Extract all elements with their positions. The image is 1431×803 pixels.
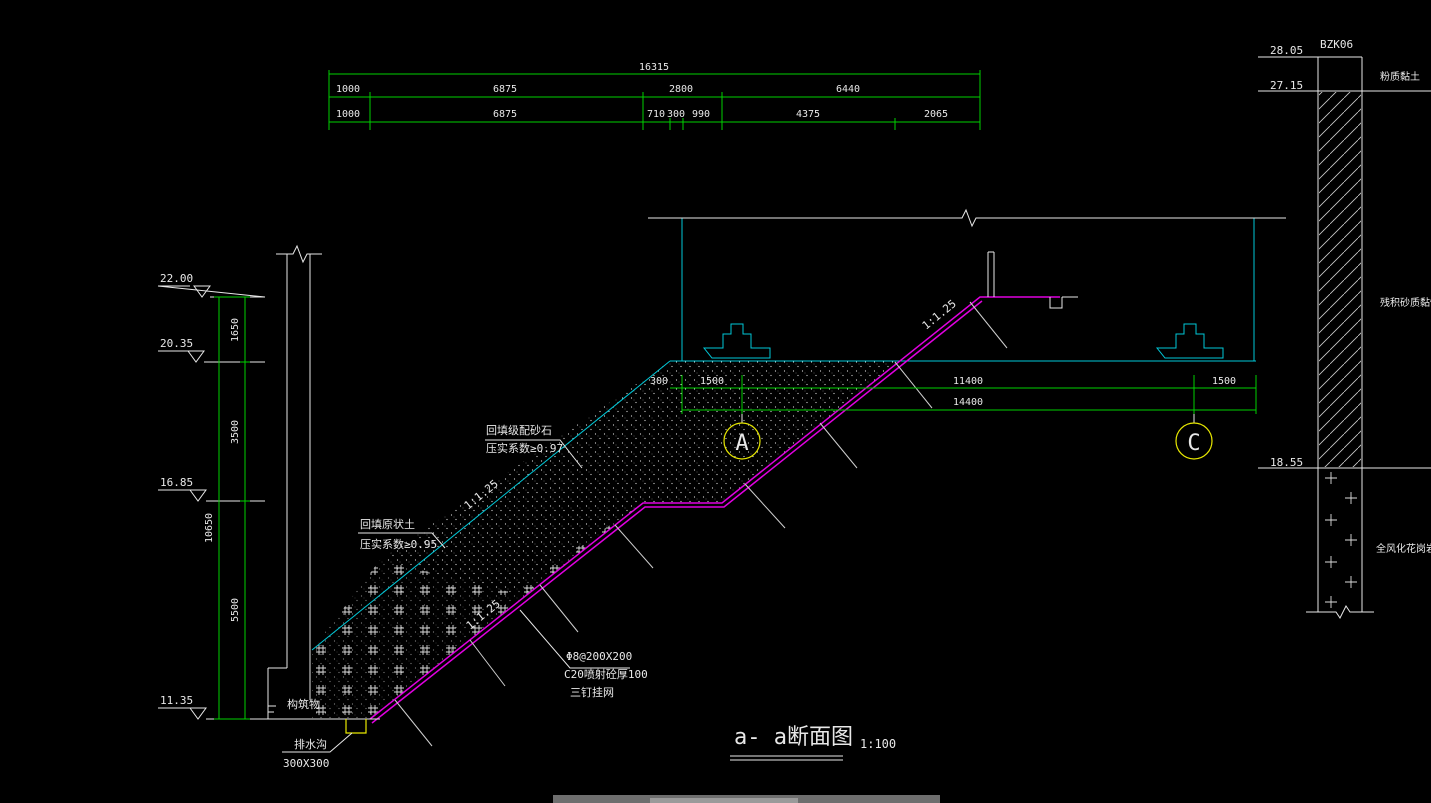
top-dimension-chain: 16315 1000 6875 2800 6440 1000 6875 710 … xyxy=(328,62,981,130)
lbl-backfill1-b: 压实系数≥0.97 xyxy=(486,441,563,455)
lbl-struct: 构筑物 xyxy=(287,697,320,711)
vdim-3500: 3500 xyxy=(230,420,241,444)
pdim-300: 300 xyxy=(650,376,668,387)
pdim-14400: 14400 xyxy=(953,397,983,408)
dim-r1-4: 6440 xyxy=(836,84,860,95)
dim-r1-1: 1000 xyxy=(336,84,360,95)
backfill-sand-region xyxy=(380,361,900,592)
footing-c xyxy=(1155,323,1224,359)
bore-elev-bottom: 18.55 xyxy=(1270,456,1303,469)
pdim-11400: 11400 xyxy=(953,376,983,387)
left-vertical-dims: 1650 3500 5500 10650 xyxy=(204,296,250,720)
pdim-1500b: 1500 xyxy=(1212,376,1236,387)
axis-label-a: A xyxy=(735,431,748,456)
axis-bubble-a: A xyxy=(723,422,761,460)
elev-22: 22.00 xyxy=(160,272,193,285)
lbl-backfill1-a: 回填级配砂石 xyxy=(486,423,552,437)
left-wall xyxy=(206,244,380,720)
lbl-mesh-a: Φ8@200X200 xyxy=(566,650,632,663)
dim-r2-6: 4375 xyxy=(796,109,820,120)
pdim-1500a: 1500 xyxy=(700,376,724,387)
elevation-marks: 22.00 20.35 16.85 11.35 xyxy=(157,272,266,720)
lbl-mesh-c: 三钉挂网 xyxy=(570,685,614,699)
borehole-column: BZK06 28.05 27.15 18.55 粉质黏土 残积砂质黏性土 全风化… xyxy=(1258,38,1431,619)
vdim-1650: 1650 xyxy=(230,318,241,342)
elev-1135: 11.35 xyxy=(160,694,193,707)
title-text: a- a断面图 xyxy=(734,725,853,750)
platform-dimensions: 300 1500 11400 1500 14400 xyxy=(650,375,1257,423)
dim-r2-2: 6875 xyxy=(493,109,517,120)
axis-bubble-c: C xyxy=(1175,422,1213,460)
vdim-10650: 10650 xyxy=(204,513,215,543)
lbl-mesh-b: C20喷射砼厚100 xyxy=(564,667,648,681)
slope-geometry xyxy=(311,218,1256,747)
scrollbar-thumb[interactable] xyxy=(650,798,798,803)
lbl-drain-a: 排水沟 xyxy=(294,737,327,751)
dim-r2-4: 300 xyxy=(667,109,685,120)
dim-r2-1: 1000 xyxy=(336,109,360,120)
footing-a xyxy=(702,323,771,359)
vdim-5500: 5500 xyxy=(230,598,241,622)
lbl-drain-b: 300X300 xyxy=(283,757,329,770)
dim-total: 16315 xyxy=(639,62,669,73)
lbl-backfill2-b: 压实系数≥0.95 xyxy=(360,537,437,551)
title-scale: 1:100 xyxy=(860,737,896,751)
bore-elev-top: 28.05 xyxy=(1270,44,1303,57)
axis-label-c: C xyxy=(1187,431,1200,456)
dim-r2-7: 2065 xyxy=(924,109,948,120)
elev-2035: 20.35 xyxy=(160,337,193,350)
bore-layer2: 残积砂质黏性土 xyxy=(1380,296,1431,309)
lbl-backfill2-a: 回填原状土 xyxy=(360,517,415,531)
dim-r1-2: 6875 xyxy=(493,84,517,95)
backfill-soil-dots xyxy=(312,503,643,719)
bore-layer1: 粉质黏土 xyxy=(1380,70,1420,83)
drain-ditch xyxy=(345,719,367,734)
dim-r1-3: 2800 xyxy=(669,84,693,95)
lbl-slope-right: 1:1.25 xyxy=(920,297,959,332)
bore-layer3: 全风化花岗岩 xyxy=(1376,542,1431,555)
building-outline xyxy=(648,208,1286,228)
dim-r2-5: 990 xyxy=(692,109,710,120)
elev-1685: 16.85 xyxy=(160,476,193,489)
dim-r2-3: 710 xyxy=(647,109,665,120)
bore-id: BZK06 xyxy=(1320,38,1353,51)
bore-elev-mid: 27.15 xyxy=(1270,79,1303,92)
drawing-title: a- a断面图 1:100 xyxy=(730,725,896,761)
